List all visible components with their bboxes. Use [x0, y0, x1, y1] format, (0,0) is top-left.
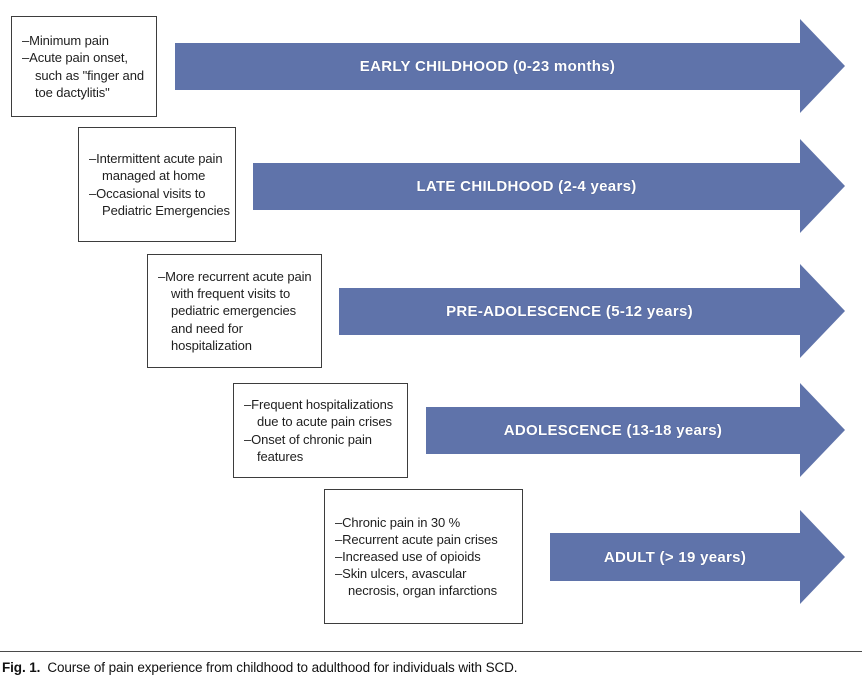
note-bullet: Chronic pain in 30 % — [335, 514, 517, 531]
note-bullet: Minimum pain — [22, 32, 151, 49]
arrow-head-icon — [800, 19, 845, 113]
note-bullet: Occasional visits to Pediatric Emergenci… — [89, 185, 230, 219]
arrow-adolescence: ADOLESCENCE (13-18 years) — [426, 407, 800, 454]
arrow-head-icon — [800, 510, 845, 604]
arrow-label-early-childhood: EARLY CHILDHOOD (0-23 months) — [359, 58, 616, 75]
arrow-head-icon — [800, 139, 845, 233]
note-bullet: Frequent hospitalizations due to acute p… — [244, 396, 402, 430]
arrow-label-adult: ADULT (> 19 years) — [603, 548, 747, 566]
note-bullet: Increased use of opioids — [335, 548, 517, 565]
arrow-label-pre-adolescence: PRE-ADOLESCENCE (5-12 years) — [446, 303, 693, 320]
arrow-head-icon — [800, 383, 845, 477]
note-box-adult: Chronic pain in 30 %Recurrent acute pain… — [324, 489, 523, 624]
note-bullet: Skin ulcers, avascular necrosis, organ i… — [335, 565, 517, 599]
note-bullet: Acute pain onset, such as "finger and to… — [22, 49, 151, 100]
note-bullet: Intermittent acute pain managed at home — [89, 150, 230, 184]
arrow-late-childhood: LATE CHILDHOOD (2-4 years) — [253, 163, 800, 210]
note-bullet: Recurrent acute pain crises — [335, 531, 517, 548]
note-box-late-childhood: Intermittent acute pain managed at homeO… — [78, 127, 236, 242]
arrow-pre-adolescence: PRE-ADOLESCENCE (5-12 years) — [339, 288, 800, 335]
note-box-early-childhood: Minimum painAcute pain onset, such as "f… — [11, 16, 157, 117]
note-box-adolescence: Frequent hospitalizations due to acute p… — [233, 383, 408, 478]
arrow-label-adolescence: ADOLESCENCE (13-18 years) — [503, 422, 723, 439]
note-bullet: Onset of chronic pain features — [244, 431, 402, 465]
pain-course-diagram: Minimum painAcute pain onset, such as "f… — [0, 0, 862, 651]
note-box-pre-adolescence: More recurrent acute pain with frequent … — [147, 254, 322, 368]
arrow-adult: ADULT (> 19 years) — [550, 533, 800, 581]
note-bullet: More recurrent acute pain with frequent … — [158, 268, 316, 354]
arrow-early-childhood: EARLY CHILDHOOD (0-23 months) — [175, 43, 800, 90]
figure-caption: Fig. 1. Course of pain experience from ch… — [0, 651, 862, 675]
arrow-head-icon — [800, 264, 845, 358]
figure-caption-text: Course of pain experience from childhood… — [47, 660, 518, 675]
arrow-label-late-childhood: LATE CHILDHOOD (2-4 years) — [416, 178, 637, 195]
figure-caption-label: Fig. 1. — [2, 660, 41, 675]
